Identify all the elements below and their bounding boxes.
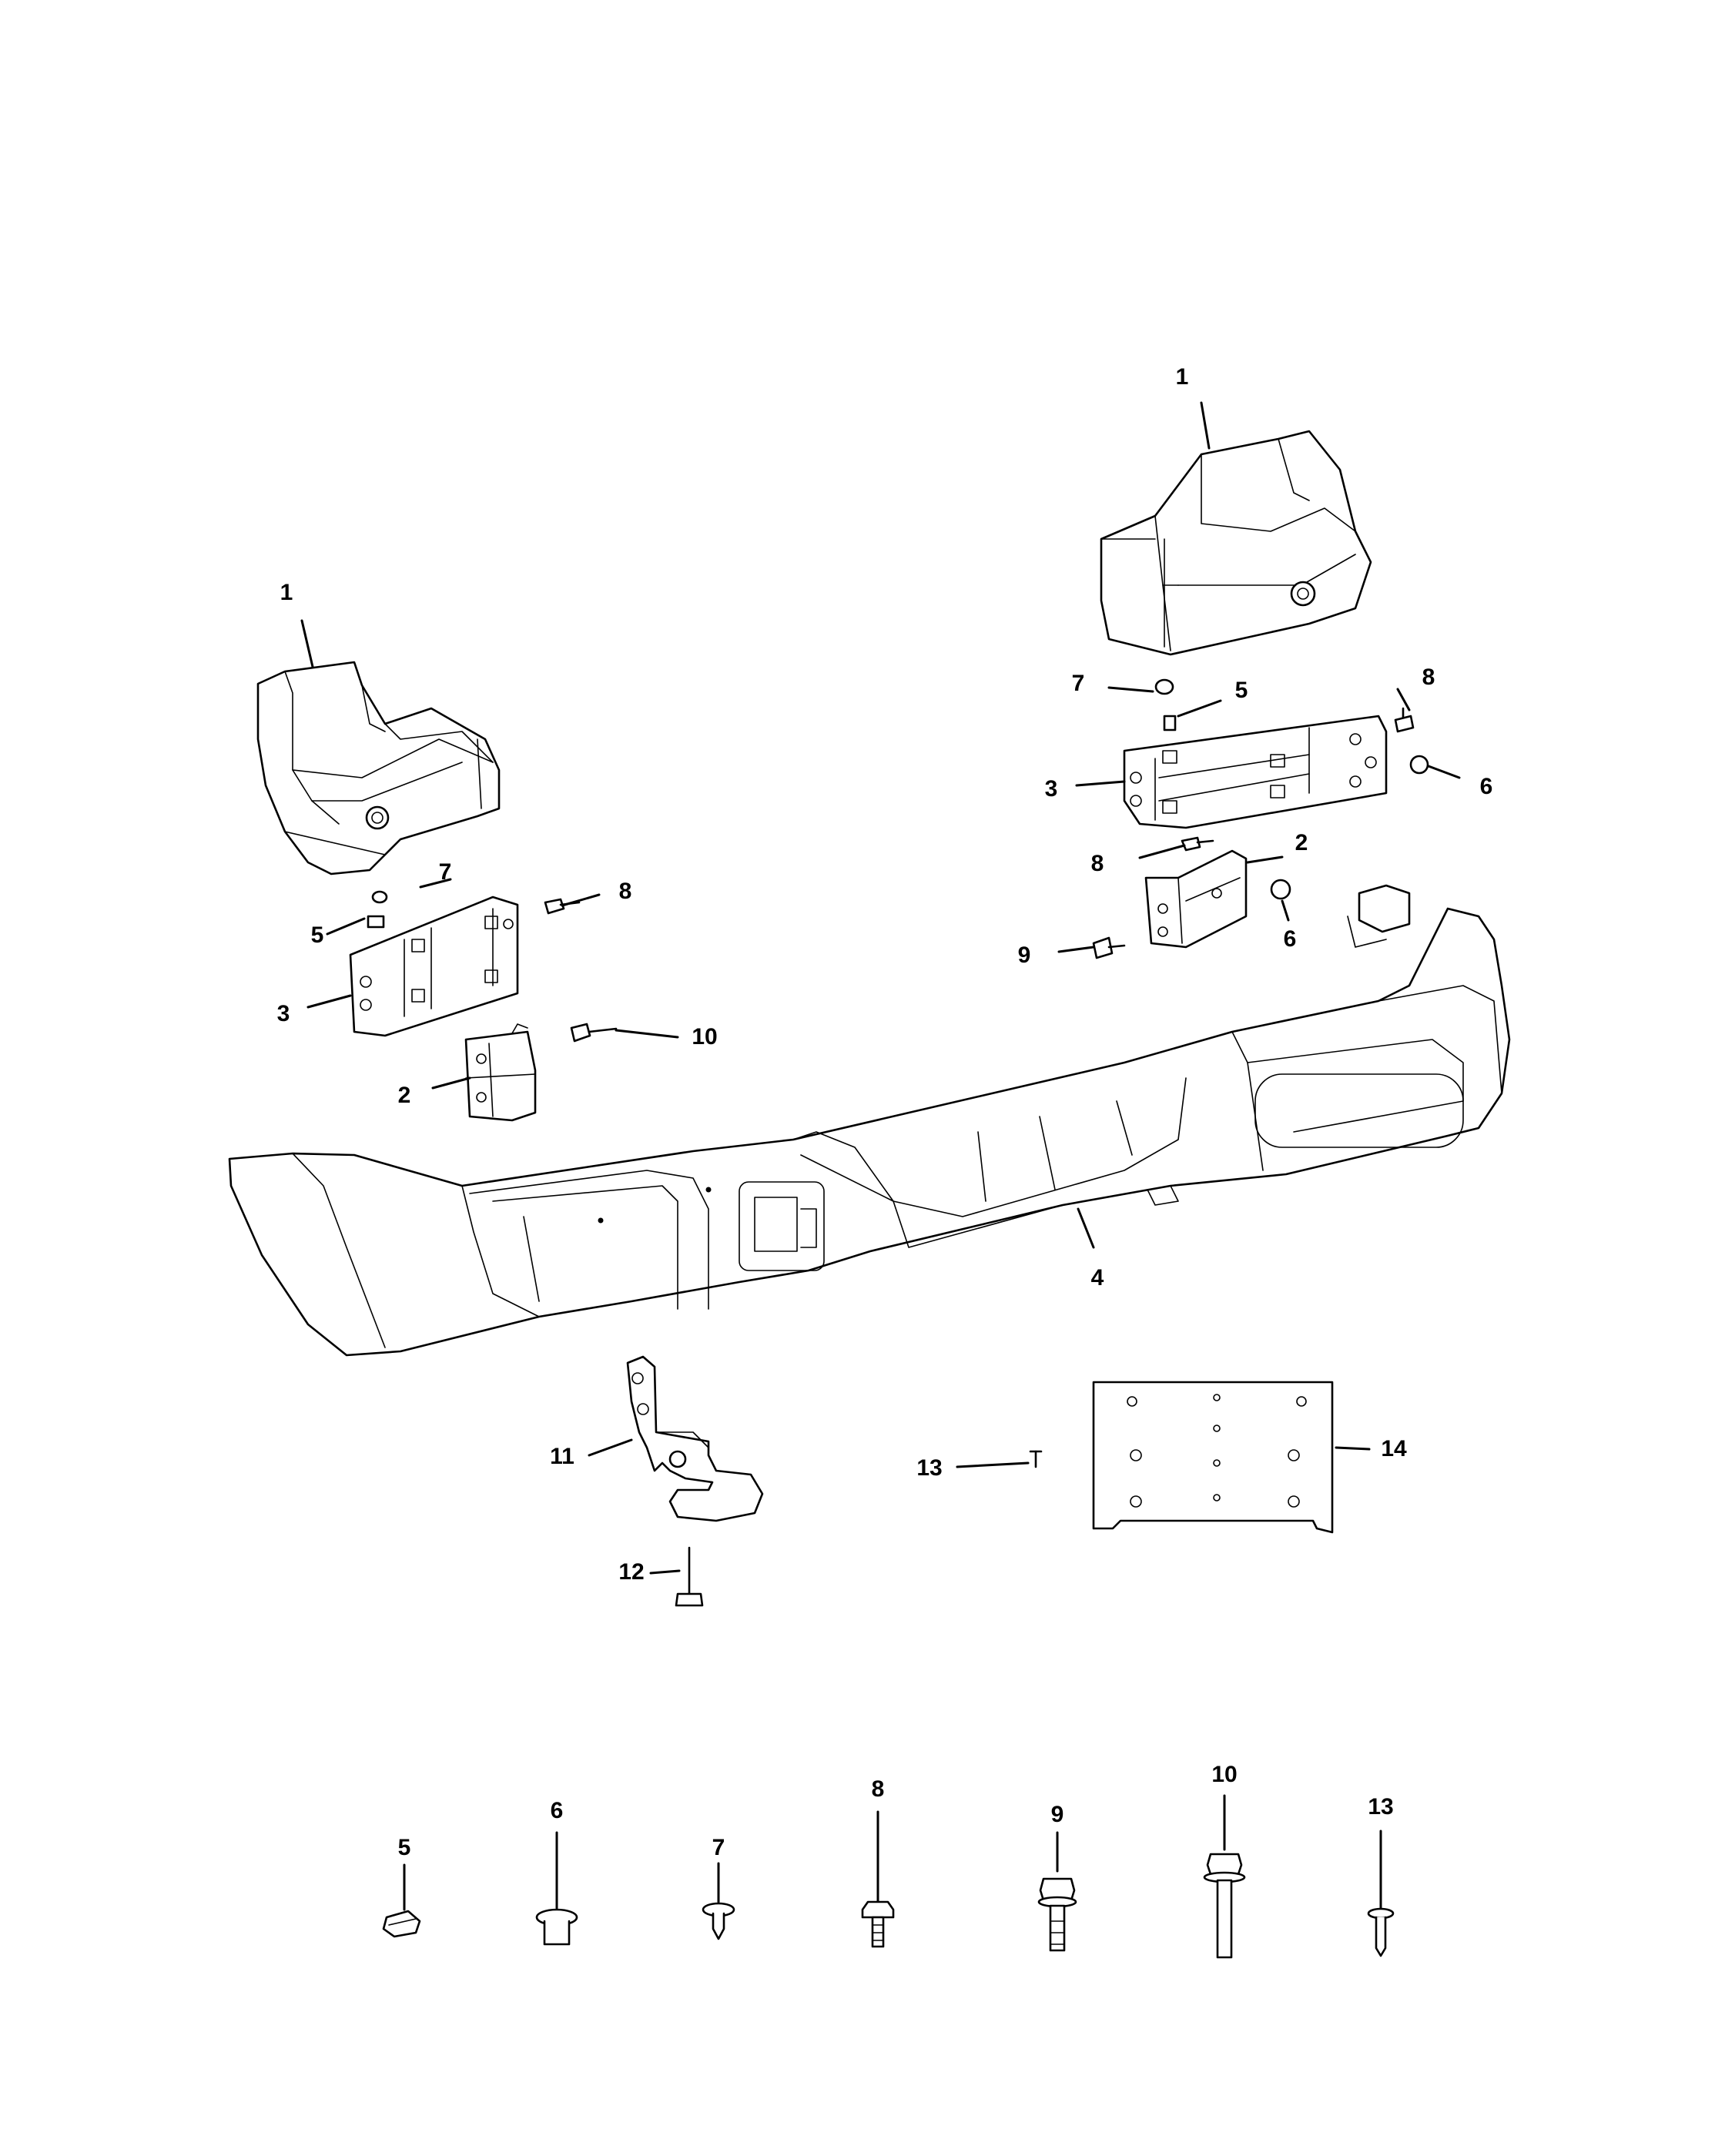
callout-6-right-top: 6 <box>1479 774 1493 799</box>
callout-2-left: 2 <box>397 1083 411 1108</box>
callout-7-right: 7 <box>1071 671 1085 696</box>
callout-3-right: 3 <box>1044 776 1058 802</box>
license-plate-bracket <box>1092 1381 1334 1534</box>
assembly-fasteners <box>367 678 1429 1607</box>
callout-5-left: 5 <box>310 922 324 948</box>
left-mount-bracket <box>464 1023 537 1122</box>
callout-11: 11 <box>550 1444 574 1469</box>
left-bracket-plate <box>349 896 519 1037</box>
legend-label-9: 9 <box>1050 1802 1064 1827</box>
rear-bumper <box>228 884 1511 1357</box>
callout-1-right: 1 <box>1175 364 1189 390</box>
right-end-cap <box>1100 430 1372 656</box>
callout-4: 4 <box>1090 1265 1104 1291</box>
callout-14: 14 <box>1381 1436 1407 1461</box>
callout-10: 10 <box>692 1024 718 1050</box>
tow-hook <box>626 1355 764 1522</box>
legend-label-7: 7 <box>712 1835 725 1860</box>
callout-2-right: 2 <box>1295 830 1308 855</box>
right-bracket-plate <box>1123 715 1388 829</box>
legend-label-8: 8 <box>871 1776 885 1802</box>
callout-9: 9 <box>1017 942 1031 968</box>
legend-label-5: 5 <box>397 1835 411 1860</box>
callout-7-left: 7 <box>438 859 452 885</box>
callout-8-left: 8 <box>618 879 632 904</box>
callout-5-right: 5 <box>1234 678 1248 703</box>
callout-3-left: 3 <box>276 1001 290 1026</box>
callout-1-left: 1 <box>280 580 293 605</box>
callout-6-right-bottom: 6 <box>1283 926 1297 952</box>
left-end-cap <box>256 661 501 875</box>
right-mount-bracket <box>1144 849 1248 949</box>
callout-13: 13 <box>916 1455 943 1481</box>
legend-fastener-art <box>382 1794 1395 1959</box>
callout-12: 12 <box>618 1559 645 1585</box>
legend-label-13: 13 <box>1368 1794 1394 1820</box>
leader-lines <box>300 401 1461 1575</box>
legend-label-10: 10 <box>1211 1762 1238 1787</box>
callout-8-right-top: 8 <box>1422 665 1435 690</box>
legend-label-6: 6 <box>550 1798 564 1823</box>
callout-8-right-mid: 8 <box>1090 851 1104 876</box>
